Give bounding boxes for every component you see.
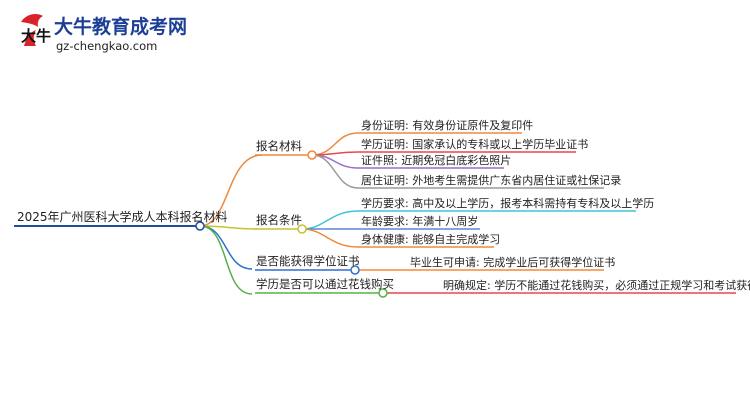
leaf-label-photo: 证件照: 近期免冠白底彩色照片	[361, 153, 511, 167]
leaf-label-edu: 学历证明: 国家承认的专科或以上学历毕业证书	[361, 137, 588, 151]
leaf-label-purchase-answer: 明确规定: 学历不能通过花钱购买，必须通过正规学习和考试获得	[443, 278, 750, 292]
connector-root-branch-material	[199, 154, 263, 227]
connector-condition-health	[301, 228, 359, 248]
logo-title: 大牛教育成考网	[54, 15, 187, 38]
site-logo: 大牛 大牛教育成考网 gz-chengkao.com	[21, 14, 187, 53]
connector-lines	[199, 132, 440, 295]
branch-label-condition: 报名条件	[256, 213, 302, 227]
branch-degree-junction-dot	[350, 265, 360, 275]
node-underlines	[14, 132, 736, 294]
connector-material-residence	[311, 154, 359, 189]
leaf-label-degree-answer: 毕业生可申请: 完成学业后可获得学位证书	[410, 255, 615, 269]
logo-url: gz-chengkao.com	[56, 39, 157, 53]
branch-label-degree: 是否能获得学位证书	[256, 254, 360, 268]
branch-material-junction-dot	[307, 150, 317, 160]
logo-mark-text: 大牛	[21, 27, 51, 45]
connector-condition-edu	[301, 210, 359, 230]
leaf-label-residence: 居住证明: 外地考生需提供广东省内居住证或社保记录	[361, 173, 621, 187]
connector-root-branch-degree	[199, 225, 253, 270]
bull-logo-icon: 大牛	[21, 14, 51, 46]
root-junction-dot	[195, 221, 205, 231]
connector-root-branch-purchase	[199, 225, 253, 295]
root-label: 2025年广州医科大学成人本科报名材料	[17, 209, 228, 224]
leaf-label-edu-req: 学历要求: 高中及以上学历，报考本科需持有专科及以上学历	[361, 196, 654, 210]
branch-label-purchase: 学历是否可以通过花钱购买	[256, 277, 394, 291]
leaf-label-health: 身体健康: 能够自主完成学习	[361, 232, 500, 246]
branch-purchase-junction-dot	[378, 288, 388, 298]
node-labels: 2025年广州医科大学成人本科报名材料 报名材料 报名条件 是否能获得学位证书 …	[17, 118, 750, 292]
branch-condition-junction-dot	[297, 224, 307, 234]
leaf-label-id: 身份证明: 有效身份证原件及复印件	[361, 118, 533, 132]
junction-dots	[195, 150, 388, 298]
leaf-label-age: 年龄要求: 年满十八周岁	[361, 214, 478, 228]
branch-label-material: 报名材料	[256, 139, 302, 153]
